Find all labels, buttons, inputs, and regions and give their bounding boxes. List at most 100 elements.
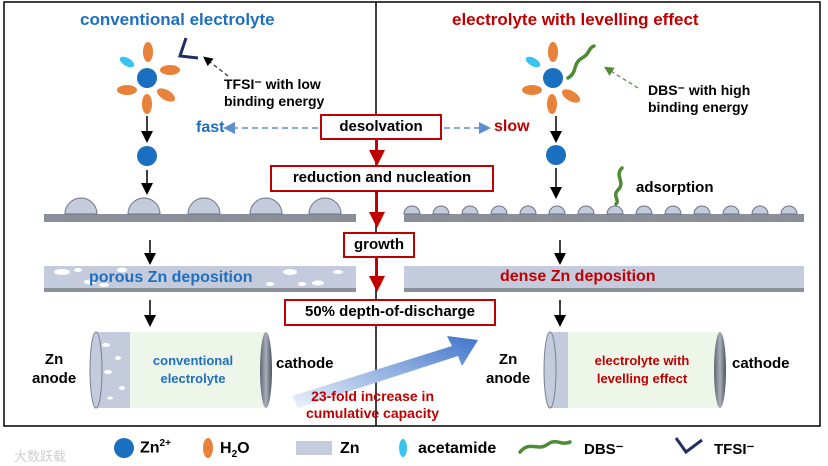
tfsi-note: TFSI⁻ with low binding energy <box>224 76 324 110</box>
capacity-result-line2: cumulative capacity <box>306 405 440 421</box>
dbs-note: DBS⁻ with high binding energy <box>648 82 750 116</box>
legend-water-icon <box>203 438 213 458</box>
zn-substrate <box>404 214 804 222</box>
right-cell-electrolyte-line1: electrolyte with <box>594 353 690 368</box>
left-cell-electrolyte-line2: electrolyte <box>160 371 226 386</box>
legend-zn-ion-text: Zn <box>140 439 160 457</box>
cathode-cap <box>260 332 272 408</box>
dbs-anion <box>566 44 596 80</box>
legend-zn-icon <box>296 441 332 455</box>
legend-acetamide-icon <box>399 439 407 457</box>
dbs-note-line1: DBS⁻ with high <box>648 82 751 98</box>
zn-ion-desolvated <box>546 145 566 165</box>
tfsi-note-line1: TFSI⁻ with low <box>224 76 321 92</box>
dbs-pointer <box>603 66 639 89</box>
right-solvation-sheath <box>522 42 596 114</box>
legend-water-o: O <box>237 440 250 457</box>
small-nucleus <box>780 205 798 215</box>
right-cell-electrolyte: electrolyte with levelling effect <box>572 352 712 388</box>
legend-dbs-label: DBS⁻ <box>584 441 624 458</box>
left-panel-title: conventional electrolyte <box>80 10 275 29</box>
anode-cap <box>543 331 557 409</box>
dbs-note-line2: binding energy <box>648 99 749 115</box>
legend-zn-ion-icon <box>114 438 134 458</box>
legend-water-label: H2O <box>220 440 250 460</box>
small-nucleus <box>664 205 682 215</box>
water-molecule <box>117 85 137 95</box>
left-solvation-sheath <box>117 42 180 114</box>
large-nucleus <box>249 197 283 215</box>
right-cathode-label: cathode <box>732 355 790 372</box>
porous-deposition-label: porous Zn deposition <box>89 269 253 286</box>
water-molecule <box>522 85 542 95</box>
cell-body <box>550 332 720 408</box>
acetamide-molecule <box>525 56 541 68</box>
small-nucleus <box>693 205 711 215</box>
water-molecule <box>143 42 153 62</box>
left-nuclei <box>44 197 356 222</box>
fast-label: fast <box>196 119 225 136</box>
small-nucleus <box>722 205 740 215</box>
left-anode-label: Zn anode <box>32 350 76 388</box>
left-cell-electrolyte-line1: conventional <box>152 353 234 368</box>
left-anode-line1: Zn <box>44 351 64 368</box>
right-cell-electrolyte-line2: levelling effect <box>596 371 688 386</box>
step-desolvation: desolvation <box>320 114 442 140</box>
zn-substrate <box>44 214 356 222</box>
legend-tfsi-icon <box>674 437 703 455</box>
legend-zn-label: Zn <box>340 440 360 457</box>
watermark: 大数跃载 <box>14 449 67 464</box>
legend-water-sub: 2 <box>231 449 238 461</box>
left-anode-line2: anode <box>32 370 77 387</box>
zn-ion <box>543 68 563 88</box>
porous-zn-layer <box>44 266 356 292</box>
dense-deposition-label: dense Zn deposition <box>500 268 656 285</box>
water-molecule <box>156 88 176 102</box>
large-nucleus <box>187 197 221 215</box>
legend-dbs-icon <box>518 439 572 454</box>
water-molecule <box>561 89 581 103</box>
large-nucleus <box>64 197 98 215</box>
left-cell-electrolyte: conventional electrolyte <box>138 352 248 388</box>
cathode-cap <box>714 332 726 408</box>
step-growth: growth <box>343 232 415 258</box>
right-anode-line1: Zn <box>498 351 518 368</box>
small-nucleus <box>461 205 479 215</box>
small-nucleus <box>606 205 624 215</box>
water-molecule <box>548 42 558 62</box>
right-panel-title: electrolyte with levelling effect <box>452 10 699 29</box>
adsorption-label: adsorption <box>636 179 714 196</box>
capacity-result: 23-fold increase in cumulative capacity <box>306 388 439 422</box>
legend-tfsi-label: TFSI⁻ <box>714 441 755 458</box>
small-nucleus <box>635 205 653 215</box>
step-reduction-nucleation: reduction and nucleation <box>270 165 494 192</box>
small-nucleus <box>751 205 769 215</box>
right-cell <box>543 331 726 409</box>
large-nucleus <box>308 197 342 215</box>
small-nucleus <box>432 205 450 215</box>
right-anode-line2: anode <box>486 370 531 387</box>
small-nucleus <box>519 205 537 215</box>
large-nucleus <box>127 197 161 215</box>
water-molecule <box>142 94 152 114</box>
left-cathode-label: cathode <box>276 355 334 372</box>
zn-ion <box>137 68 157 88</box>
acetamide-molecule <box>119 56 135 68</box>
small-nucleus <box>577 205 595 215</box>
figure-frame <box>3 1 821 427</box>
right-anode-label: Zn anode <box>486 350 530 388</box>
tfsi-anion <box>177 37 199 60</box>
small-nucleus <box>548 205 566 215</box>
slow-label: slow <box>494 118 530 135</box>
right-nuclei <box>403 205 804 222</box>
water-molecule <box>547 94 557 114</box>
left-cell <box>89 331 272 409</box>
water-molecule <box>160 65 180 75</box>
anode-cap <box>89 331 103 409</box>
tfsi-note-line2: binding energy <box>224 93 325 109</box>
tfsi-pointer <box>203 56 229 77</box>
legend-water-h: H <box>220 440 232 457</box>
legend-acetamide-label: acetamide <box>418 440 497 457</box>
small-nucleus <box>403 205 421 215</box>
small-nucleus <box>490 205 508 215</box>
